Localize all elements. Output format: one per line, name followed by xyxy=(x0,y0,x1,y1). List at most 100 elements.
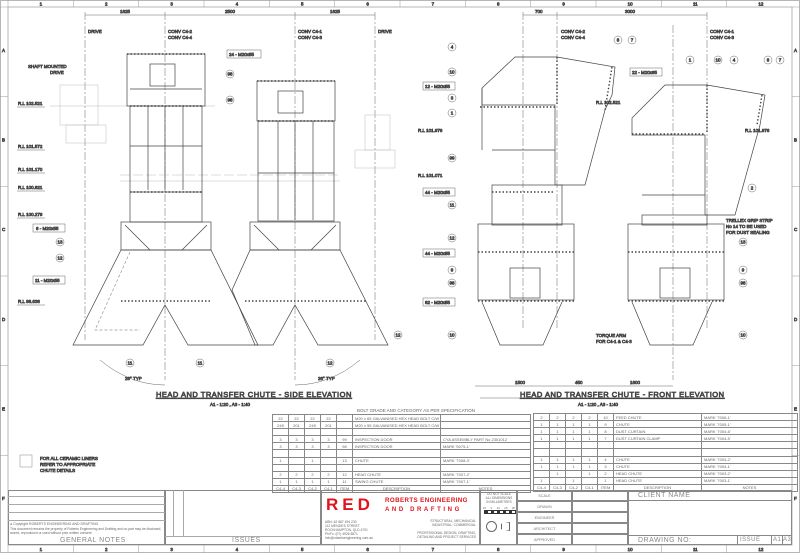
item-number: 98 xyxy=(449,281,455,286)
field-label: DRAWN xyxy=(537,504,552,509)
table-cell: 1 xyxy=(272,456,289,465)
field-value-cell[interactable] xyxy=(572,523,628,534)
level-label: R.L 101.572 xyxy=(18,144,43,149)
side-elevation-scale: A1 - 1:20 , A3 - 1:40 xyxy=(210,402,251,407)
table-cell: 13 xyxy=(336,456,353,465)
front-elevation-title: HEAD AND TRANSFER CHUTE - FRONT ELEVATIO… xyxy=(520,390,725,399)
general-notes-box xyxy=(8,490,165,545)
item-number: 98 xyxy=(227,98,233,103)
text-line: ALL DIMENSIONS xyxy=(485,495,513,500)
company-box xyxy=(321,490,480,545)
item-number: 7 xyxy=(631,38,634,43)
copyright: ● Copyright ROBERTS ENGINEERING AND DRAF… xyxy=(10,522,99,526)
table-cell: HEAD CHUTE xyxy=(613,476,702,485)
table-cell: MARK '5075-1' xyxy=(440,442,531,451)
item-number: 10 xyxy=(715,58,721,63)
ceramic-note: CHUTE DETAILS xyxy=(40,468,75,473)
table-cell xyxy=(565,441,582,450)
table-cell: 3 xyxy=(272,435,289,444)
level-label: R.L 101.170 xyxy=(18,167,43,172)
text-line: STRUCTURAL, MECHANICAL xyxy=(430,519,476,523)
table-cell: 3 xyxy=(288,442,305,451)
table-cell: 1 xyxy=(304,456,321,465)
table-cell: MARK '7003-2' xyxy=(701,469,798,478)
table-cell: SWING CHUTE xyxy=(352,477,441,486)
table-cell: 1 xyxy=(597,476,614,485)
field-label-cell xyxy=(517,512,572,523)
table-cell xyxy=(288,428,305,437)
drive-label: DRIVE xyxy=(378,29,392,34)
column-marker: 4 xyxy=(236,2,239,7)
column-marker: 3 xyxy=(170,547,173,552)
item-bubble xyxy=(738,265,748,275)
table-cell xyxy=(613,441,702,450)
conv-label: CONV C4-3 xyxy=(710,35,735,40)
table-cell xyxy=(320,463,337,472)
field-value-cell[interactable] xyxy=(572,490,628,501)
field-value-cell[interactable] xyxy=(572,501,628,512)
table-cell: MARK '7003-1' xyxy=(701,476,798,485)
item-bubble xyxy=(325,358,335,368)
table-cell xyxy=(320,449,337,458)
item-number: 11 xyxy=(450,203,455,208)
column-marker: 8 xyxy=(497,2,500,7)
table-cell xyxy=(581,476,598,485)
row-marker: D xyxy=(794,317,798,322)
level-label: R.L 101.071 xyxy=(418,173,443,178)
table-cell: MARK '7004-2' xyxy=(701,455,798,464)
table-cell xyxy=(565,448,582,457)
item-bubble xyxy=(125,358,135,368)
item-bubble xyxy=(447,153,457,163)
field-value-cell[interactable] xyxy=(572,534,628,545)
item-number: 8 xyxy=(617,38,620,43)
table-cell xyxy=(336,449,353,458)
table-cell xyxy=(352,463,441,472)
item-bubble xyxy=(447,108,457,118)
item-bubble xyxy=(738,278,748,288)
table-cell: 1 xyxy=(565,434,582,443)
angle-label: 26° TYP xyxy=(125,376,142,381)
text-line: Ph/Fx: (07) 4926 5871 xyxy=(325,532,358,536)
dim-label: 700 xyxy=(535,9,543,14)
client-box xyxy=(628,490,792,545)
level-label: R.L 98.638 xyxy=(18,299,40,304)
table-cell xyxy=(440,428,531,437)
dim-label: 450 xyxy=(575,380,583,385)
table-cell: 99 xyxy=(336,435,353,444)
conv-label: CONV C4-4 xyxy=(168,35,193,40)
table-cell: FEED CHUTE xyxy=(613,412,702,422)
table-cell: 1 xyxy=(565,455,582,464)
company-logo: RED xyxy=(326,495,374,514)
shaft-drive-label: SHAFT MOUNTED xyxy=(28,64,67,69)
torque-arm-note: FOR C4-1 & C4-3 xyxy=(596,339,632,344)
item-number: 13 xyxy=(740,240,746,245)
level-label: R.L 101.976 xyxy=(745,128,770,133)
table-cell: 3 xyxy=(304,442,321,451)
table-cell: MARK '7004-5' xyxy=(701,434,798,443)
level-lines xyxy=(17,106,45,306)
ceramic-note: FOR ALL CERAMIC LINERS xyxy=(40,456,98,461)
table-cell xyxy=(701,441,798,450)
copyright-text: Copyright ROBERTS ENGINEERING AND DRAFTI… xyxy=(13,522,99,526)
field-value-cell[interactable] xyxy=(572,512,628,523)
table-cell: 22 xyxy=(288,413,305,423)
table-cell: 1 xyxy=(549,427,566,436)
angle-label: 26° TYP xyxy=(318,376,335,381)
dim-label: 2500 xyxy=(225,9,236,14)
table-cell xyxy=(272,428,289,437)
table-cell xyxy=(533,469,550,478)
table-cell: MARK '7007-2' xyxy=(440,470,531,479)
item-bubble xyxy=(775,55,785,65)
table-cell: M20 x 65 GALVANISED HEX HEAD BOLT C/W WA… xyxy=(352,413,441,423)
item-bubble xyxy=(685,55,695,65)
table-cell: 9 xyxy=(597,420,614,429)
row-marker: E xyxy=(2,407,5,412)
